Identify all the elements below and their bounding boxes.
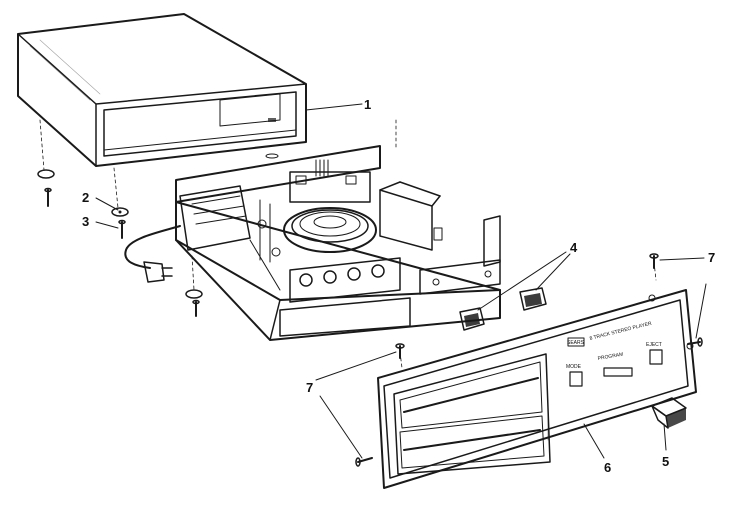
chassis-foot-hardware <box>185 289 203 317</box>
callout-1: 1 <box>364 97 371 112</box>
callout-7-right: 7 <box>708 250 715 265</box>
chassis-mechanism <box>175 145 501 341</box>
part-7-screws <box>355 253 703 467</box>
leader-lines <box>95 103 707 459</box>
panel-program-text: PROGRAM <box>597 352 623 362</box>
part-4-push-buttons <box>459 287 547 331</box>
callout-6: 6 <box>604 460 611 475</box>
callout-3: 3 <box>82 214 89 229</box>
callout-4: 4 <box>570 240 578 255</box>
panel-mode-text: MODE <box>566 364 582 370</box>
panel-eject-text: EJECT <box>646 342 662 348</box>
part-6-front-panel <box>377 289 697 489</box>
panel-brand-text: SEARS <box>567 340 585 346</box>
cabinet-cover <box>17 13 307 167</box>
part-2-washer-left <box>37 169 129 217</box>
callout-5: 5 <box>662 454 669 469</box>
part-5-knob <box>651 397 687 429</box>
callout-7-left: 7 <box>306 380 313 395</box>
callout-2: 2 <box>82 190 89 205</box>
power-cord <box>124 225 181 283</box>
alignment-lines <box>39 119 657 369</box>
part-3-screw-left <box>44 187 126 239</box>
